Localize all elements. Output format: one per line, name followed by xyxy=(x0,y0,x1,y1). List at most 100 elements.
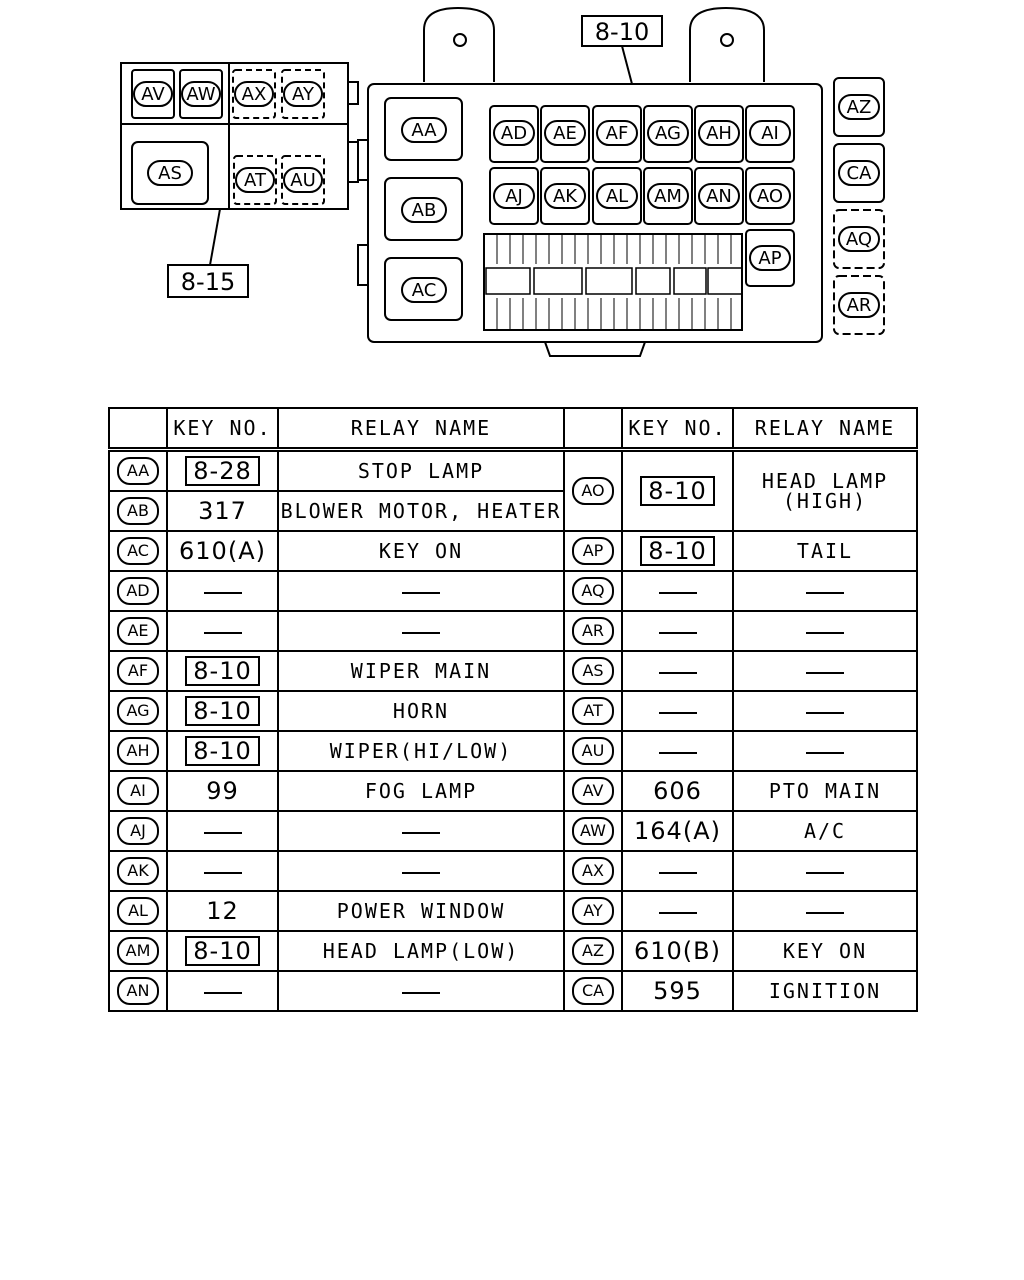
relay-position-label: AO xyxy=(757,186,783,207)
relay-position-label: AA xyxy=(411,120,437,141)
relay-position-label: AY xyxy=(292,84,315,105)
relay-name-cell: BLOWER MOTOR, HEATER xyxy=(277,490,565,532)
relay-position-ac xyxy=(401,277,447,303)
relay-position-au xyxy=(283,167,323,193)
relay-name-value: A/C xyxy=(803,819,847,843)
key-no-value: 317 xyxy=(198,497,247,525)
relay-name-cell: IGNITION xyxy=(732,970,918,1012)
relay-name-value: BLOWER MOTOR, HEATER xyxy=(280,499,562,523)
header-relay-name-left: RELAY NAME xyxy=(277,407,565,452)
relay-position-label: AR xyxy=(847,295,872,316)
ref-label-sub: 8-15 xyxy=(181,268,235,296)
relay-position-af xyxy=(596,120,638,146)
relay-code-label: AK xyxy=(117,857,159,885)
relay-socket xyxy=(131,69,175,119)
relay-name-value: TAIL xyxy=(796,539,854,563)
empty-dash xyxy=(203,991,242,994)
relay-position-ar xyxy=(838,292,880,318)
relay-position-label: AT xyxy=(244,170,267,191)
relay-position-az xyxy=(838,94,880,120)
side-tab xyxy=(357,244,369,286)
key-no-value: 8-28 xyxy=(185,456,260,486)
key-no-cell xyxy=(621,610,734,652)
key-no-cell: 8-10 xyxy=(621,530,734,572)
relay-code-cell: AC xyxy=(108,530,168,572)
empty-dash xyxy=(658,631,697,634)
key-no-value: 8-10 xyxy=(640,536,715,566)
empty-dash xyxy=(806,751,844,754)
key-no-cell: 595 xyxy=(621,970,734,1012)
key-no-value: 12 xyxy=(206,897,239,925)
relay-position-label: AC xyxy=(412,280,437,301)
relay-code-label: AD xyxy=(117,577,159,605)
relay-position-label: AK xyxy=(553,186,578,207)
relay-code-label: AX xyxy=(572,857,614,885)
key-no-value: 595 xyxy=(653,977,702,1005)
relay-name-value: KEY ON xyxy=(782,939,868,963)
relay-code-label: AG xyxy=(117,697,159,725)
relay-position-ap xyxy=(749,245,791,271)
relay-name-cell: FOG LAMP xyxy=(277,770,565,812)
table-header-row: KEY NO. RELAY NAME KEY NO. RELAY NAME xyxy=(108,407,918,452)
relay-code-cell: AE xyxy=(108,610,168,652)
relay-name-cell xyxy=(277,970,565,1012)
relay-code-label: AQ xyxy=(572,577,614,605)
table-row: AD AQ xyxy=(108,570,918,612)
empty-dash xyxy=(402,871,440,874)
relay-socket xyxy=(233,155,277,205)
relay-name-cell xyxy=(277,810,565,852)
fuse-cell xyxy=(635,267,671,295)
relay-code-label: AI xyxy=(117,777,159,805)
side-tab xyxy=(347,81,359,105)
relay-position-ak xyxy=(544,183,586,209)
key-no-cell xyxy=(166,570,279,612)
key-no-cell: 8-10 xyxy=(166,690,279,732)
empty-dash xyxy=(203,831,242,834)
relay-position-label: AJ xyxy=(505,186,523,207)
relay-name-cell: WIPER(HI/LOW) xyxy=(277,730,565,772)
relay-position-ag xyxy=(647,120,689,146)
header-key-no-left: KEY NO. xyxy=(166,407,279,452)
key-no-cell xyxy=(621,650,734,692)
relay-position-at xyxy=(235,167,275,193)
relay-name-cell: KEY ON xyxy=(277,530,565,572)
ref-box-sub xyxy=(167,264,249,298)
relay-code-cell: AJ xyxy=(108,810,168,852)
relay-code-cell: AV xyxy=(563,770,623,812)
key-no-cell xyxy=(621,890,734,932)
relay-code-cell: AR xyxy=(563,610,623,652)
relay-position-label: CA xyxy=(847,163,873,184)
relay-code-cell: AQ xyxy=(563,570,623,612)
relay-position-label: AP xyxy=(758,248,781,269)
relay-socket xyxy=(281,69,325,119)
relay-position-label: AQ xyxy=(846,229,872,250)
relay-code-label: AB xyxy=(117,497,159,525)
relay-socket xyxy=(745,167,795,225)
relay-name-cell: POWER WINDOW xyxy=(277,890,565,932)
mount-ear-left xyxy=(423,6,495,82)
relay-code-label: AM xyxy=(117,937,159,965)
key-no-cell: 606 xyxy=(621,770,734,812)
key-no-cell: 99 xyxy=(166,770,279,812)
relay-name-cell: WIPER MAIN xyxy=(277,650,565,692)
fuse-cell xyxy=(485,267,531,295)
empty-dash xyxy=(658,871,697,874)
relay-position-label: AL xyxy=(606,186,628,207)
relay-position-label: AH xyxy=(706,123,732,144)
relay-code-cell: AW xyxy=(563,810,623,852)
relay-position-aa xyxy=(401,117,447,143)
relay-position-aj xyxy=(493,183,535,209)
relay-position-label: AF xyxy=(606,123,629,144)
relay-position-am xyxy=(647,183,689,209)
relay-code-label: CA xyxy=(572,977,614,1005)
relay-socket xyxy=(489,105,539,163)
empty-dash xyxy=(658,591,697,594)
key-no-value: 8-10 xyxy=(185,736,260,766)
relay-socket xyxy=(833,77,885,137)
relay-name-cell xyxy=(277,850,565,892)
relay-code-label: AP xyxy=(572,537,614,565)
relay-name-cell xyxy=(732,730,918,772)
